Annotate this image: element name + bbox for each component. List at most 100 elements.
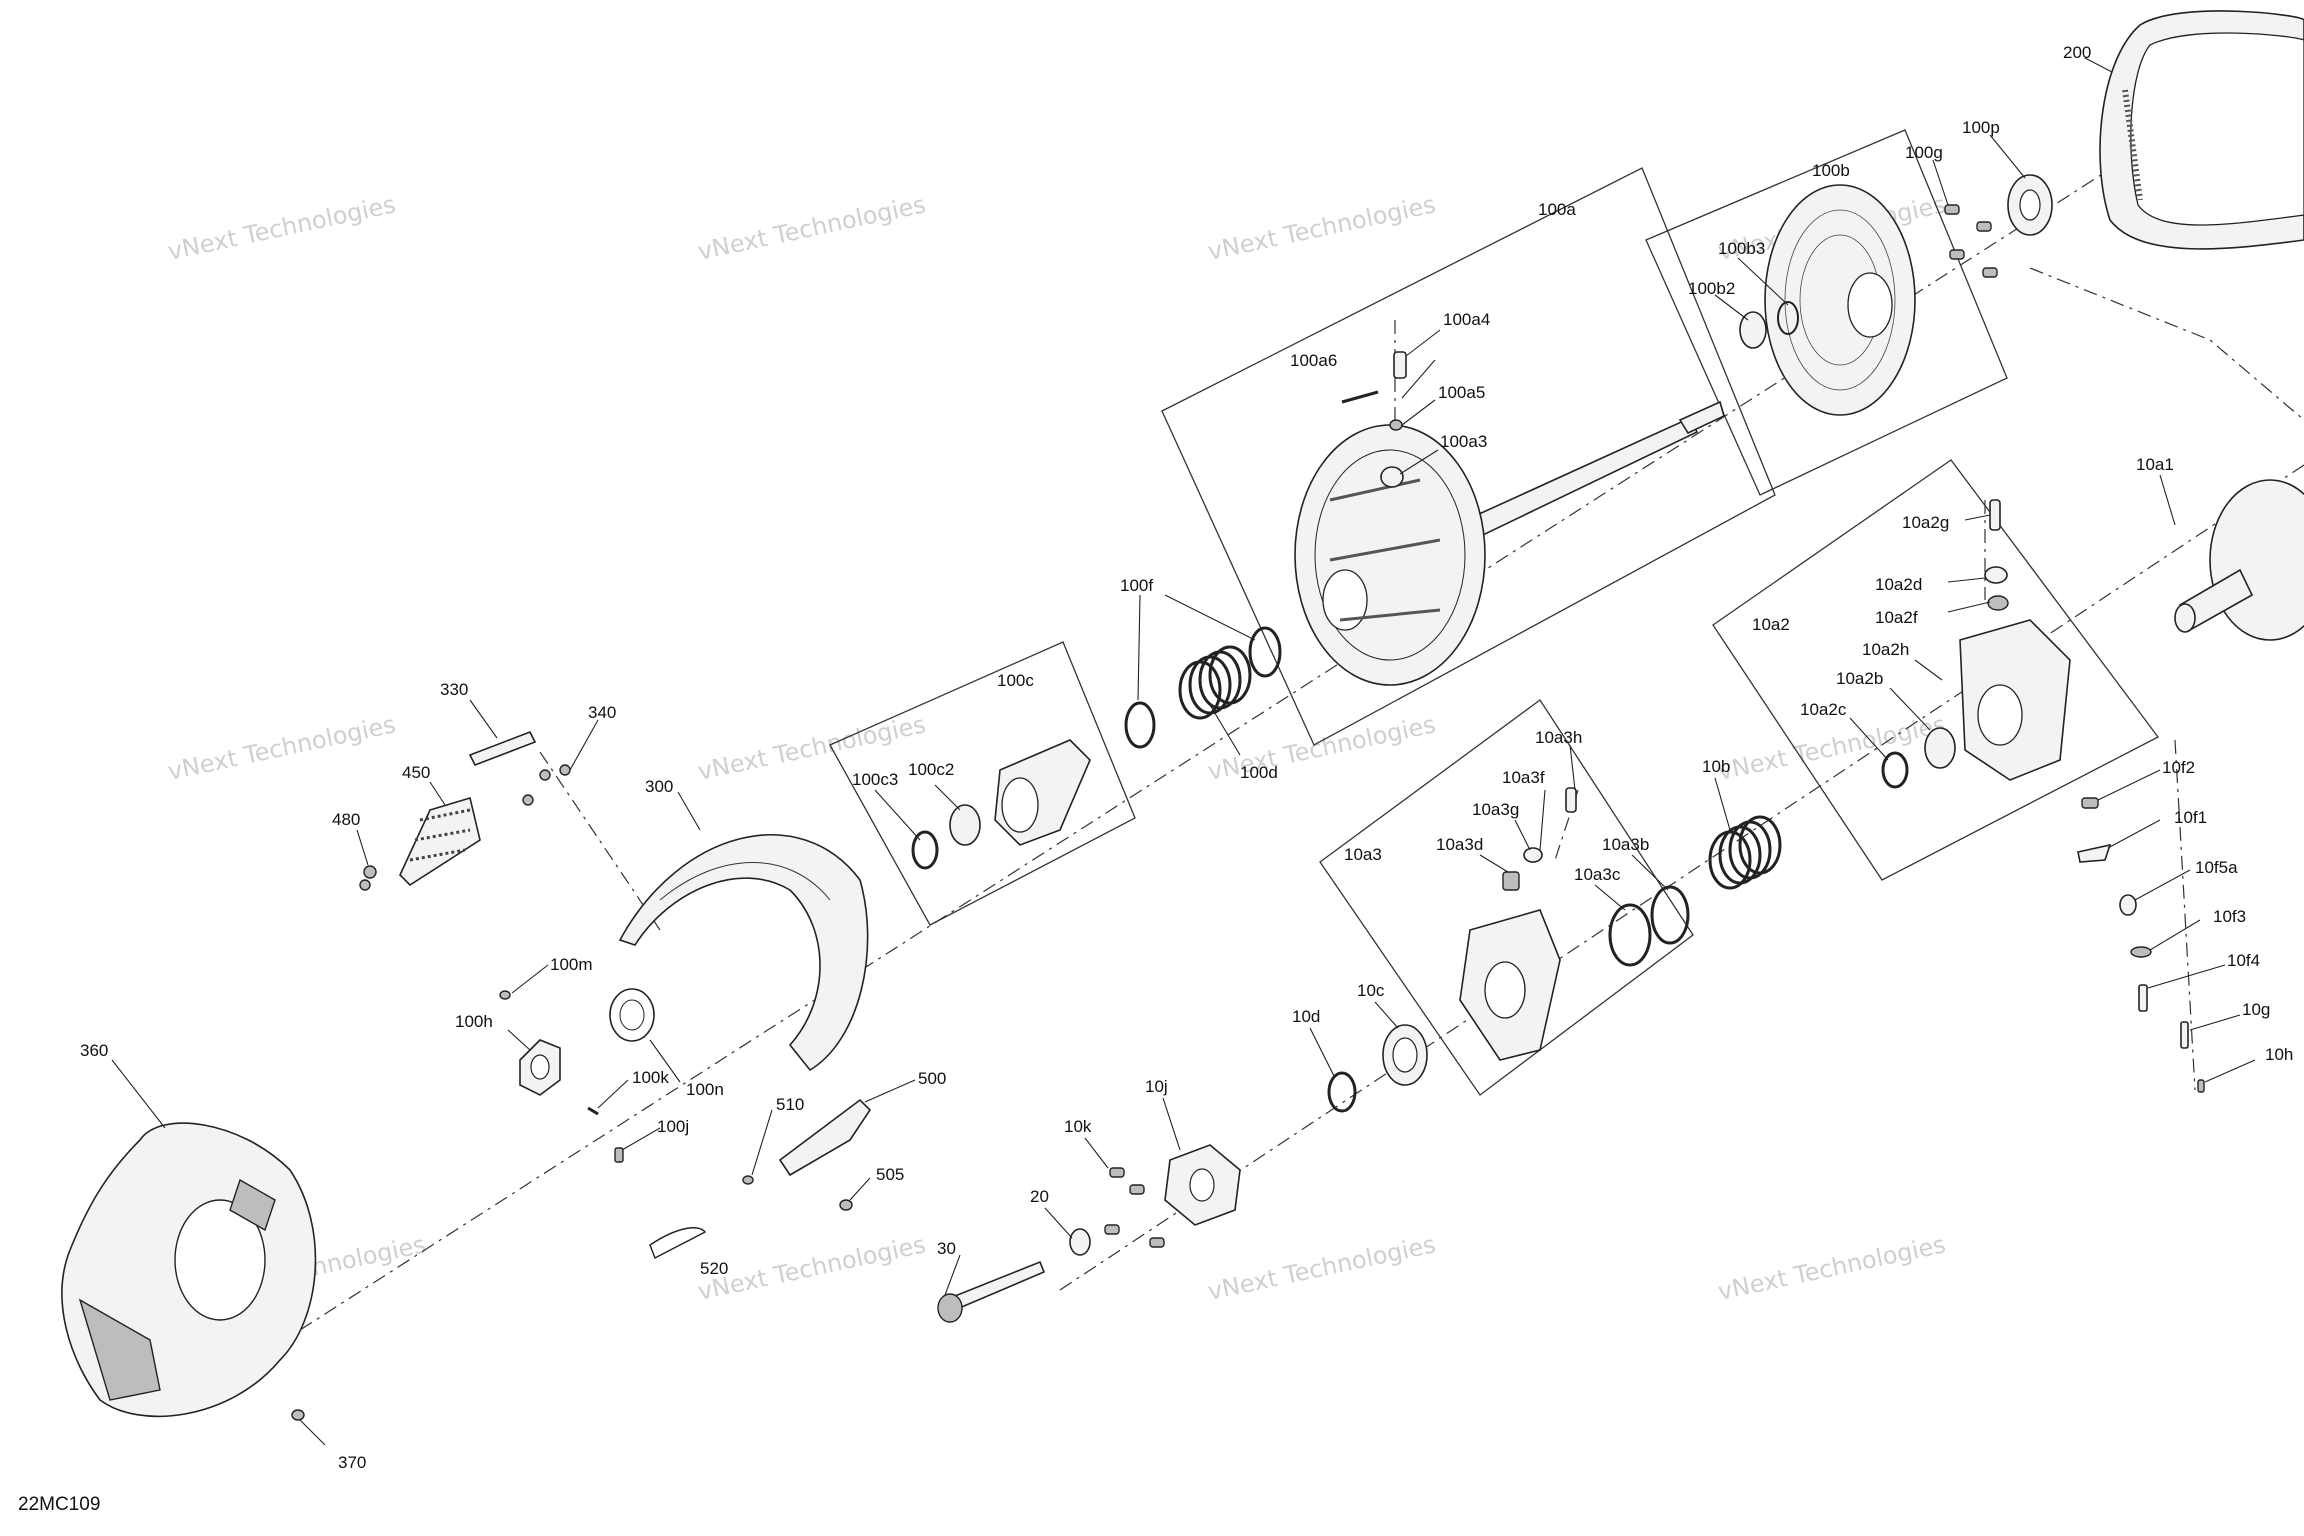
- callout-10a2g: 10a2g: [1902, 513, 1949, 532]
- callout-100a5: 100a5: [1438, 383, 1485, 402]
- callout-10a3h: 10a3h: [1535, 728, 1582, 747]
- label-10a2: 10a2: [1752, 615, 1790, 634]
- leader-10a2g: [1964, 514, 1991, 521]
- parts: [61, 10, 2304, 1421]
- bracket-axis-line: [539, 751, 661, 931]
- leader-10h: [2204, 1059, 2256, 1083]
- callout-100d: 100d: [1240, 763, 1278, 782]
- callout-480: 480: [332, 810, 360, 829]
- leader-370: [299, 1419, 326, 1446]
- leader-10a3d: [1479, 854, 1509, 873]
- bearing-100p: [2007, 174, 2053, 236]
- rings-100b2-100b3: [1739, 301, 1799, 349]
- callout-330: 330: [440, 680, 468, 699]
- watermark: vNext Technologies: [1205, 190, 1438, 266]
- callout-10h: 10h: [2265, 1045, 2293, 1064]
- leader-10k: [1084, 1137, 1109, 1169]
- callout-100f: 100f: [1120, 576, 1153, 595]
- leader-100b2: [1714, 294, 1749, 321]
- callout-450: 450: [402, 763, 430, 782]
- spider-100c: [911, 739, 1091, 870]
- ring-100f-2: [1124, 701, 1156, 749]
- callout-100n: 100n: [686, 1080, 724, 1099]
- callout-labels: 200 100p 100g 100b3 100b2 100a4 100a6 10…: [80, 43, 2293, 1472]
- leader-100c2: [934, 784, 961, 811]
- leader-100a4: [1405, 329, 1441, 357]
- callout-10g: 10g: [2242, 1000, 2270, 1019]
- leader-200: [2084, 57, 2113, 73]
- cover-300: [618, 834, 869, 1072]
- bolt-480: [359, 865, 377, 891]
- callout-100p: 100p: [1962, 118, 2000, 137]
- leader-10f2: [2097, 769, 2161, 801]
- callout-100b2: 100b2: [1688, 279, 1735, 298]
- callout-100g: 100g: [1905, 143, 1943, 162]
- leader-10a3c: [1594, 884, 1626, 911]
- fasteners-10f: [2077, 797, 2205, 1093]
- leader-100k: [597, 1079, 629, 1109]
- leader-100m: [511, 964, 549, 994]
- group-box-10a2: [1712, 459, 2159, 881]
- callout-10b: 10b: [1702, 757, 1730, 776]
- callout-20: 20: [1030, 1187, 1049, 1206]
- label-100b: 100b: [1812, 161, 1850, 180]
- leader-100d: [1209, 704, 1241, 756]
- callout-100b3: 100b3: [1718, 239, 1765, 258]
- callout-10a2c: 10a2c: [1800, 700, 1847, 719]
- watermark: vNext Technologies: [1715, 710, 1948, 786]
- callout-10a2h: 10a2h: [1862, 640, 1909, 659]
- leader-30: [944, 1254, 961, 1296]
- callout-10a2f: 10a2f: [1875, 608, 1918, 627]
- leader-10g: [2189, 1014, 2241, 1031]
- callout-500: 500: [918, 1069, 946, 1088]
- callout-100a4: 100a4: [1443, 310, 1490, 329]
- callout-10f5a: 10f5a: [2195, 858, 2238, 877]
- label-100c: 100c: [997, 671, 1034, 690]
- leader-10f3: [2149, 919, 2201, 951]
- spring-10b: [1708, 815, 1782, 890]
- callout-510: 510: [776, 1095, 804, 1114]
- callout-100h: 100h: [455, 1012, 493, 1031]
- watermark-line: vNext Technologies: [1205, 190, 1438, 266]
- watermark-line: vNext Technologies: [1715, 1230, 1948, 1306]
- watermark-line: vNext Technologies: [165, 710, 398, 786]
- leader-450: [429, 781, 446, 806]
- watermark-line: vNext Technologies: [1715, 710, 1948, 786]
- bearing-10c: [1327, 1024, 1428, 1113]
- callout-10a3f: 10a3f: [1502, 768, 1545, 787]
- watermark-line: vNext Technologies: [695, 1230, 928, 1306]
- watermark-line: vNext Technologies: [1205, 1230, 1438, 1306]
- leader-10a2d: [1947, 577, 1986, 583]
- leader-10a2h: [1914, 659, 1943, 681]
- spring-100d: [1178, 645, 1252, 720]
- leader-100n: [649, 1039, 681, 1083]
- callout-10a3g: 10a3g: [1472, 800, 1519, 819]
- callout-100c2: 100c2: [908, 760, 954, 779]
- leader-10j: [1162, 1097, 1181, 1151]
- hardware-100a: [1341, 351, 1407, 488]
- bracket-330: [468, 730, 571, 806]
- callout-10a1: 10a1: [2136, 455, 2174, 474]
- callout-10f1: 10f1: [2174, 808, 2207, 827]
- leader-10a3h: [1569, 744, 1576, 791]
- leader-lines: [111, 57, 2256, 1446]
- lower-axis-line: [1059, 464, 2304, 1291]
- hub-10j: [937, 1144, 1241, 1323]
- leader-10f4: [2147, 964, 2226, 989]
- belt-axis-line: [2029, 267, 2304, 421]
- watermark: vNext Technologies: [1715, 1230, 1948, 1306]
- leader-10a1: [2159, 474, 2176, 526]
- callout-10a2b: 10a2b: [1836, 669, 1883, 688]
- leader-10f5a: [2134, 869, 2191, 901]
- callout-10j: 10j: [1145, 1077, 1168, 1096]
- leader-100h: [507, 1029, 531, 1051]
- leader-510: [751, 1109, 773, 1176]
- leader-340: [569, 719, 599, 771]
- callout-100m: 100m: [550, 955, 593, 974]
- leader-500: [864, 1079, 916, 1103]
- leader-100a5: [1401, 399, 1436, 426]
- callout-100a3: 100a3: [1440, 432, 1487, 451]
- group-box-100c: [829, 641, 1136, 926]
- leader-10a2f: [1947, 601, 1991, 613]
